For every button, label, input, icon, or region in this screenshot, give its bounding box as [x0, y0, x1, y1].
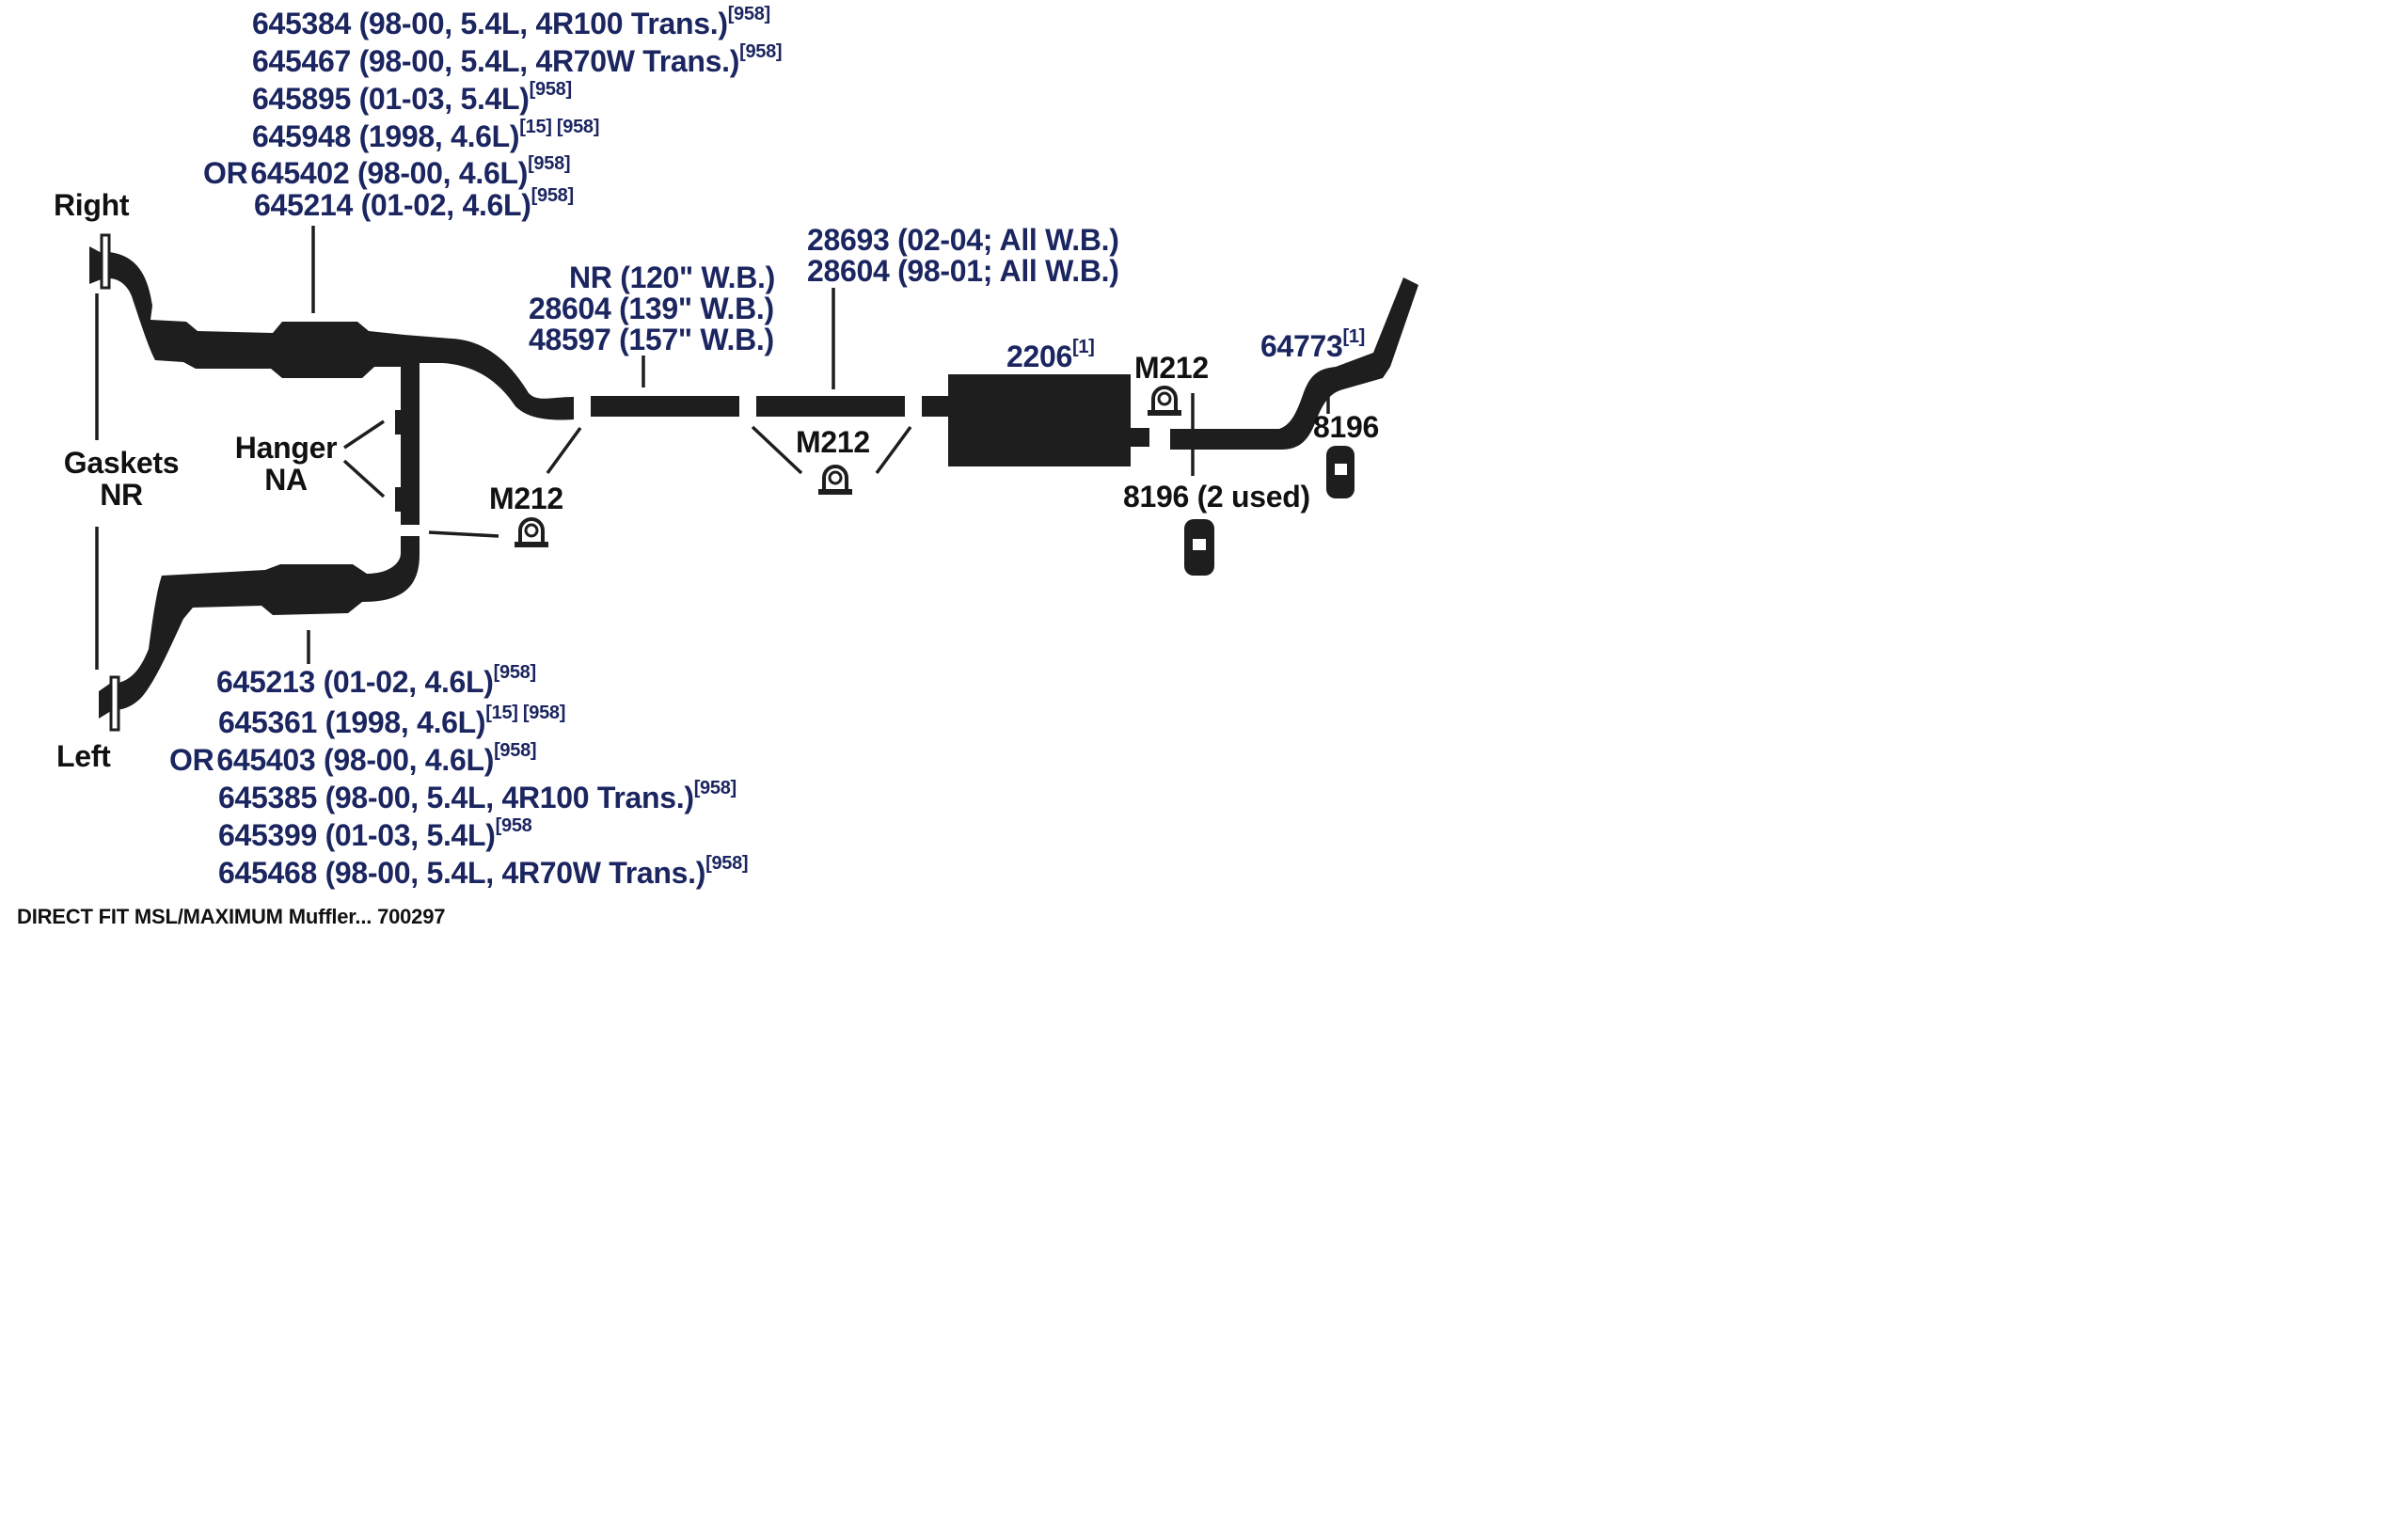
clamp-icon	[515, 517, 548, 547]
front-pipe-label: 28693 (02-04; All W.B.)	[807, 223, 1119, 257]
right-pipe-label: OR645402 (98-00, 4.6L)[958]	[203, 153, 571, 190]
left-pipe-label: 645385 (98-00, 5.4L, 4R100 Trans.)[958]	[218, 778, 737, 814]
right-pipe-label: 645895 (01-03, 5.4L)[958]	[252, 79, 572, 116]
clamp-label: M212	[1134, 351, 1209, 385]
right-pipe-label: 645214 (01-02, 4.6L)[958]	[254, 185, 574, 222]
crossover-pipe	[401, 357, 420, 525]
clamp-icon	[818, 465, 852, 495]
hanger-8196-icon	[1326, 446, 1354, 498]
clamp-label: M212	[796, 425, 870, 459]
hanger-8196-icon	[1184, 519, 1214, 576]
right-pipe-label: 645384 (98-00, 5.4L, 4R100 Trans.)[958]	[252, 4, 770, 40]
right-pipe	[109, 252, 574, 420]
leader-lines	[95, 226, 1330, 670]
intermediate-pipe	[591, 396, 739, 417]
intermediate-pipe-label: 48597 (157" W.B.)	[529, 323, 774, 356]
right-side-label: Right	[54, 188, 130, 222]
exhaust-diagram: 645384 (98-00, 5.4L, 4R100 Trans.)[958] …	[0, 0, 1462, 930]
muffler-inlet	[922, 396, 950, 417]
front-pipe-label: 28604 (98-01; All W.B.)	[807, 254, 1119, 288]
hanger-na-label: Hanger NA	[234, 431, 338, 497]
gaskets-label: Gaskets NR	[63, 446, 180, 512]
right-pipe-label: 645467 (98-00, 5.4L, 4R70W Trans.)[958]	[252, 41, 783, 78]
clamp-icon	[1148, 386, 1181, 416]
left-pipe-label: 645361 (1998, 4.6L)[15] [958]	[218, 703, 566, 739]
exhaust-drawing	[89, 226, 1418, 732]
left-pipe-label: 645213 (01-02, 4.6L)[958]	[216, 662, 536, 699]
front-pipe	[756, 396, 905, 417]
intermediate-pipe-label: NR (120" W.B.)	[569, 261, 776, 294]
intermediate-pipe-label: 28604 (139" W.B.)	[529, 292, 774, 325]
left-pipe-label: 645399 (01-03, 5.4L)[958	[218, 815, 532, 852]
muffler-body	[948, 374, 1131, 466]
right-flange	[89, 233, 111, 290]
muffler-label: 2206[1]	[1006, 337, 1095, 373]
left-pipe-label: OR645403 (98-00, 4.6L)[958]	[169, 740, 537, 777]
tailpipe-label: 64773[1]	[1260, 326, 1366, 363]
left-pipe	[113, 536, 420, 710]
tailpipe	[1170, 277, 1418, 450]
left-flange	[99, 675, 120, 732]
right-pipe-label: 645948 (1998, 4.6L)[15] [958]	[252, 117, 600, 153]
left-pipe-label: 645468 (98-00, 5.4L, 4R70W Trans.)[958]	[218, 853, 749, 890]
hanger-8196-two-label: 8196 (2 used)	[1123, 480, 1310, 514]
left-side-label: Left	[56, 739, 111, 773]
hanger-8196-label: 8196	[1313, 410, 1379, 444]
clamp-label: M212	[489, 482, 563, 515]
diagram-caption: DIRECT FIT MSL/MAXIMUM Muffler... 700297	[17, 905, 446, 928]
